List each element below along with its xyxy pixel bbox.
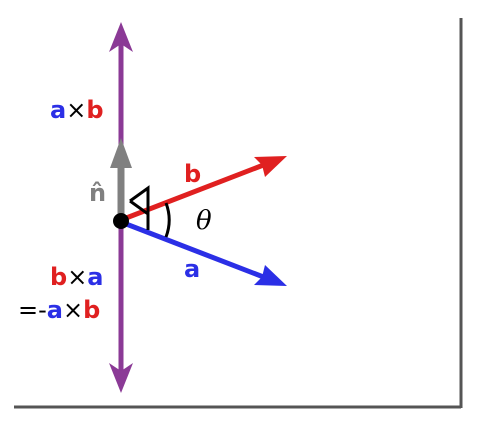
label-n-hat: n̂ [89, 179, 106, 207]
label-a-cross-b-b: b [86, 96, 103, 124]
label-neg-prefix: =- [18, 296, 47, 324]
cross-axis-arrowhead-up [109, 22, 133, 52]
label-a-cross-b-a: a [50, 96, 66, 124]
flag-outline [129, 185, 150, 217]
vector-a-line [120, 219, 267, 281]
label-a-cross-b-times: × [66, 96, 86, 124]
normal-arrowhead [110, 138, 132, 168]
label-neg-times: × [63, 296, 83, 324]
label-b-cross-a: b×a [50, 263, 104, 291]
unit-normal-vector [110, 138, 132, 218]
label-b-cross-a-times: × [67, 263, 87, 291]
label-neg-a: a [47, 296, 63, 324]
label-b: b [184, 160, 201, 188]
orientation-flag-icon [129, 185, 150, 230]
vector-b-arrowhead [254, 156, 287, 177]
label-b-cross-a-b: b [50, 263, 67, 291]
origin-point [113, 213, 129, 229]
cross-axis-arrowhead-down [109, 363, 133, 393]
label-b-cross-a-a: a [87, 263, 103, 291]
label-a-cross-b: a×b [50, 96, 104, 124]
vector-a [120, 219, 287, 286]
label-theta: θ [196, 206, 212, 236]
frame [14, 18, 463, 409]
label-neg-b: b [83, 296, 100, 324]
vector-a-arrowhead [254, 265, 287, 286]
angle-arc [164, 202, 171, 238]
label-a: a [184, 255, 200, 283]
label-neg-a-cross-b: =-a×b [18, 296, 100, 324]
